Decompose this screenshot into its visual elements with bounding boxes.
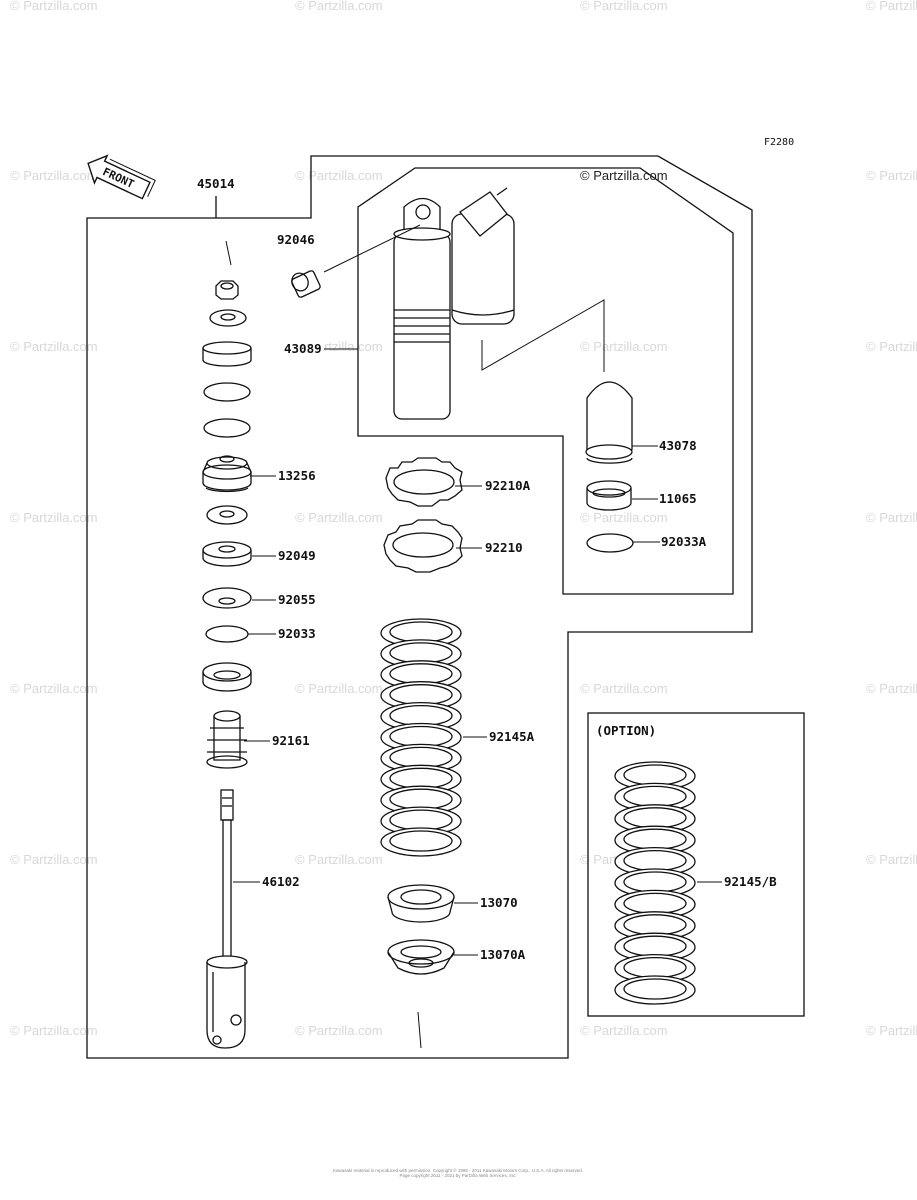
seal-cup-icon: [202, 662, 252, 692]
lock-nut-icon: [385, 457, 463, 507]
footer-copyright: Kawasaki material is reproduced with per…: [308, 1168, 608, 1178]
option-label: (OPTION): [596, 723, 657, 738]
part-label-11065[interactable]: 11065: [658, 491, 698, 506]
spring-icon: [614, 761, 696, 1005]
part-label-43078[interactable]: 43078: [658, 438, 698, 453]
lock-nut-icon: [383, 519, 463, 573]
watermark-text: © Partzilla.com: [295, 510, 383, 525]
bearing-icon: [291, 270, 321, 298]
part-label-92033[interactable]: 92033: [277, 626, 317, 641]
watermark-text: © Partzilla.com: [866, 852, 917, 867]
watermark-text: © Partzilla.com: [10, 681, 98, 696]
watermark-text: © Partzilla.com: [866, 339, 917, 354]
thick-washer-icon: [202, 541, 252, 567]
washer-icon: [202, 587, 252, 609]
part-label-13256[interactable]: 13256: [277, 468, 317, 483]
subassembly-outline: [357, 167, 734, 595]
collar-icon: [202, 341, 252, 367]
watermark-text: © Partzilla.com: [10, 168, 98, 183]
spring-seat-icon: [387, 939, 455, 975]
watermark-text: © Partzilla.com: [10, 510, 98, 525]
watermark-text: © Partzilla.com: [580, 339, 668, 354]
watermark-text: © Partzilla.com: [295, 1023, 383, 1038]
watermark-text: © Partzilla.com: [295, 0, 383, 13]
shock-body-icon: [393, 197, 451, 420]
watermark-text: © Partzilla.com: [866, 510, 917, 525]
leader-lines: [233, 348, 722, 956]
seal-ring-icon: [586, 480, 632, 511]
assembly-outline-45014: [86, 155, 753, 1059]
part-label-43089[interactable]: 43089: [283, 341, 323, 356]
bladder-icon: [585, 381, 633, 464]
watermark-text: © Partzilla.com: [866, 1023, 917, 1038]
footer-line-1: Kawasaki material is reproduced with per…: [332, 1168, 584, 1173]
nut-icon: [215, 280, 239, 300]
part-label-45014[interactable]: 45014: [196, 176, 236, 191]
watermark-text: © Partzilla.com: [866, 0, 917, 13]
bump-stop-icon: [206, 710, 248, 769]
watermark-text: © Partzilla.com: [295, 168, 383, 183]
watermark-text: © Partzilla.com: [10, 852, 98, 867]
o-ring-icon: [203, 418, 251, 438]
part-label-46102[interactable]: 46102: [261, 874, 301, 889]
reservoir-icon: [451, 187, 515, 325]
watermark-text: © Partzilla.com: [866, 168, 917, 183]
o-ring-icon: [203, 382, 251, 402]
spring-seat-icon: [387, 884, 455, 923]
watermark-text: © Partzilla.com: [866, 681, 917, 696]
watermark-text: © Partzilla.com: [580, 510, 668, 525]
part-label-92161[interactable]: 92161: [271, 733, 311, 748]
part-label-13070[interactable]: 13070: [479, 895, 519, 910]
footer-line-2: Page copyright 2011 - 2021 by Partzilla …: [399, 1173, 517, 1178]
watermark-text: © Partzilla.com: [295, 852, 383, 867]
part-label-92210[interactable]: 92210: [484, 540, 524, 555]
part-label-92049[interactable]: 92049: [277, 548, 317, 563]
washer-icon: [206, 505, 248, 525]
watermark-text: © Partzilla.com: [580, 0, 668, 13]
part-label-92055[interactable]: 92055: [277, 592, 317, 607]
watermark-text: © Partzilla.com: [10, 0, 98, 13]
watermark-text: © Partzilla.com: [10, 339, 98, 354]
option-box: [587, 712, 805, 1017]
part-label-92210A[interactable]: 92210A: [484, 478, 532, 493]
watermark-text: © Partzilla.com: [295, 681, 383, 696]
front-arrow-icon: FRONT: [87, 154, 156, 200]
reservoir-cap-icon: [202, 455, 252, 493]
part-label-92046[interactable]: 92046: [276, 232, 316, 247]
part-label-92145A[interactable]: 92145A: [488, 729, 536, 744]
piston-rod-icon: [206, 789, 248, 1049]
part-label-92145B[interactable]: 92145/B: [723, 874, 778, 889]
figure-code: F2280: [764, 137, 795, 148]
spring-icon: [380, 618, 462, 857]
watermark-text: © Partzilla.com: [580, 681, 668, 696]
circlip-icon: [586, 533, 634, 553]
part-label-92033A[interactable]: 92033A: [660, 534, 708, 549]
watermark-text: © Partzilla.com: [10, 1023, 98, 1038]
part-label-13070A[interactable]: 13070A: [479, 947, 527, 962]
circlip-icon: [205, 625, 249, 643]
watermark-text: © Partzilla.com: [580, 1023, 668, 1038]
brand-watermark: © Partzilla.com: [580, 168, 668, 183]
washer-icon: [209, 309, 247, 327]
